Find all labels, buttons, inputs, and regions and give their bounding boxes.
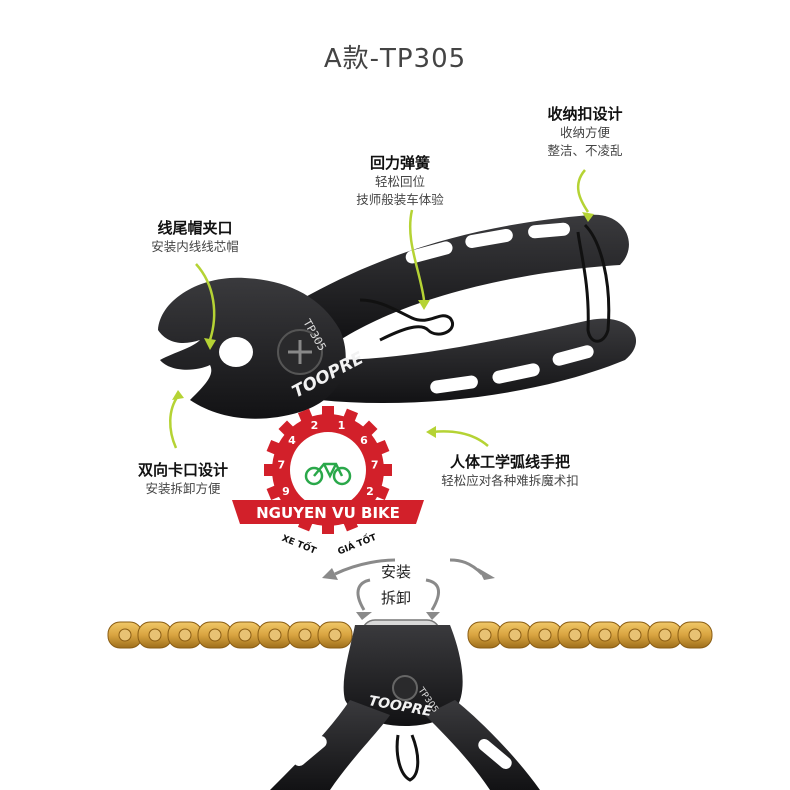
- chain-pin: [658, 628, 672, 642]
- logo-right-text: GIÁ TỐT: [335, 530, 378, 558]
- return-spring: [359, 298, 454, 342]
- callout-two-way-jaw: 双向卡口设计 安装拆卸方便: [118, 460, 248, 498]
- chain-pin: [538, 628, 552, 642]
- chain-pin: [118, 628, 132, 642]
- phone-digit: 9: [282, 485, 290, 498]
- callout-arrows: [169, 169, 590, 449]
- chain-pin: [178, 628, 192, 642]
- jaw-head: [158, 277, 346, 419]
- gear-tooth: [380, 464, 392, 476]
- phone-digit: 1: [338, 419, 346, 432]
- phone-digit: 7: [277, 459, 285, 472]
- chain-pin: [298, 628, 312, 642]
- callout-ergonomic-handle: 人体工学弧线手把 轻松应对各种难拆魔术扣: [425, 452, 595, 490]
- upper-handle: [300, 214, 629, 340]
- callout-line: 收纳方便: [559, 125, 610, 140]
- chain-pin: [148, 628, 162, 642]
- callout-line: 技师般装车体验: [356, 192, 444, 207]
- gear-tooth: [373, 484, 390, 501]
- remove-label: 拆卸: [381, 589, 412, 607]
- chain-pin: [688, 628, 702, 642]
- callout-heading: 双向卡口设计: [137, 461, 228, 479]
- callout-heading: 收纳扣设计: [547, 105, 623, 123]
- storage-buckle-loop: [576, 223, 611, 343]
- chain-pin: [628, 628, 642, 642]
- gear-tooth: [342, 408, 359, 425]
- callout-line: 轻松应对各种难拆魔术扣: [441, 473, 579, 488]
- gear-tooth: [322, 406, 334, 418]
- gear-tooth: [266, 439, 283, 456]
- chain-pin: [268, 628, 282, 642]
- remove-arrow-right[interactable]: [425, 578, 441, 611]
- remove-arrow-left[interactable]: [356, 578, 371, 611]
- callout-line: 整洁、不凌乱: [547, 143, 623, 158]
- phone-digit: 7: [371, 459, 379, 472]
- callout-line: 安装内线线芯帽: [151, 239, 239, 254]
- phone-digit: 2: [366, 485, 374, 498]
- bike-icon: [304, 462, 352, 486]
- callout-cap-clamp: 线尾帽夹口 安装内线线芯帽: [130, 218, 260, 256]
- install-arrow[interactable]: [334, 558, 484, 576]
- lower-handle: [320, 318, 637, 404]
- phone-digit: 6: [360, 434, 368, 447]
- gear-tooth: [297, 408, 314, 425]
- chain-pin: [328, 628, 342, 642]
- phone-digit: 4: [288, 434, 296, 447]
- logo-name: NGUYEN VU BIKE: [256, 504, 400, 522]
- arrow-heads: [172, 212, 594, 438]
- phone-digit: 2: [311, 419, 319, 432]
- gear-tooth: [278, 420, 296, 438]
- chain-pin: [208, 628, 222, 642]
- gear-tooth: [322, 522, 334, 534]
- chain-pin: [598, 628, 612, 642]
- bicycle-chain: [107, 619, 713, 649]
- gear-tooth: [373, 439, 390, 456]
- page-title: A款-TP305: [323, 44, 467, 74]
- chain-pin: [508, 628, 522, 642]
- chain-pin: [478, 628, 492, 642]
- chain-pin: [568, 628, 582, 642]
- callout-return-spring: 回力弹簧 轻松回位 技师般装车体验: [330, 153, 470, 209]
- gear-tooth: [264, 464, 276, 476]
- callout-heading: 回力弹簧: [369, 154, 430, 172]
- nguyen-vu-bike-logo: 0974216725: [232, 406, 424, 534]
- install-label: 安装: [381, 563, 412, 581]
- callout-heading: 人体工学弧线手把: [449, 453, 570, 471]
- chain-pin: [238, 628, 252, 642]
- bottom-tool: [270, 625, 540, 790]
- callout-storage-buckle: 收纳扣设计 收纳方便 整洁、不凌乱: [520, 104, 650, 160]
- gear-tooth: [266, 484, 283, 501]
- logo-left-text: XE TỐT: [280, 531, 319, 557]
- callout-line: 轻松回位: [374, 174, 425, 189]
- callout-heading: 线尾帽夹口: [157, 219, 233, 237]
- callout-line: 安装拆卸方便: [145, 481, 221, 496]
- gear-tooth: [360, 420, 378, 438]
